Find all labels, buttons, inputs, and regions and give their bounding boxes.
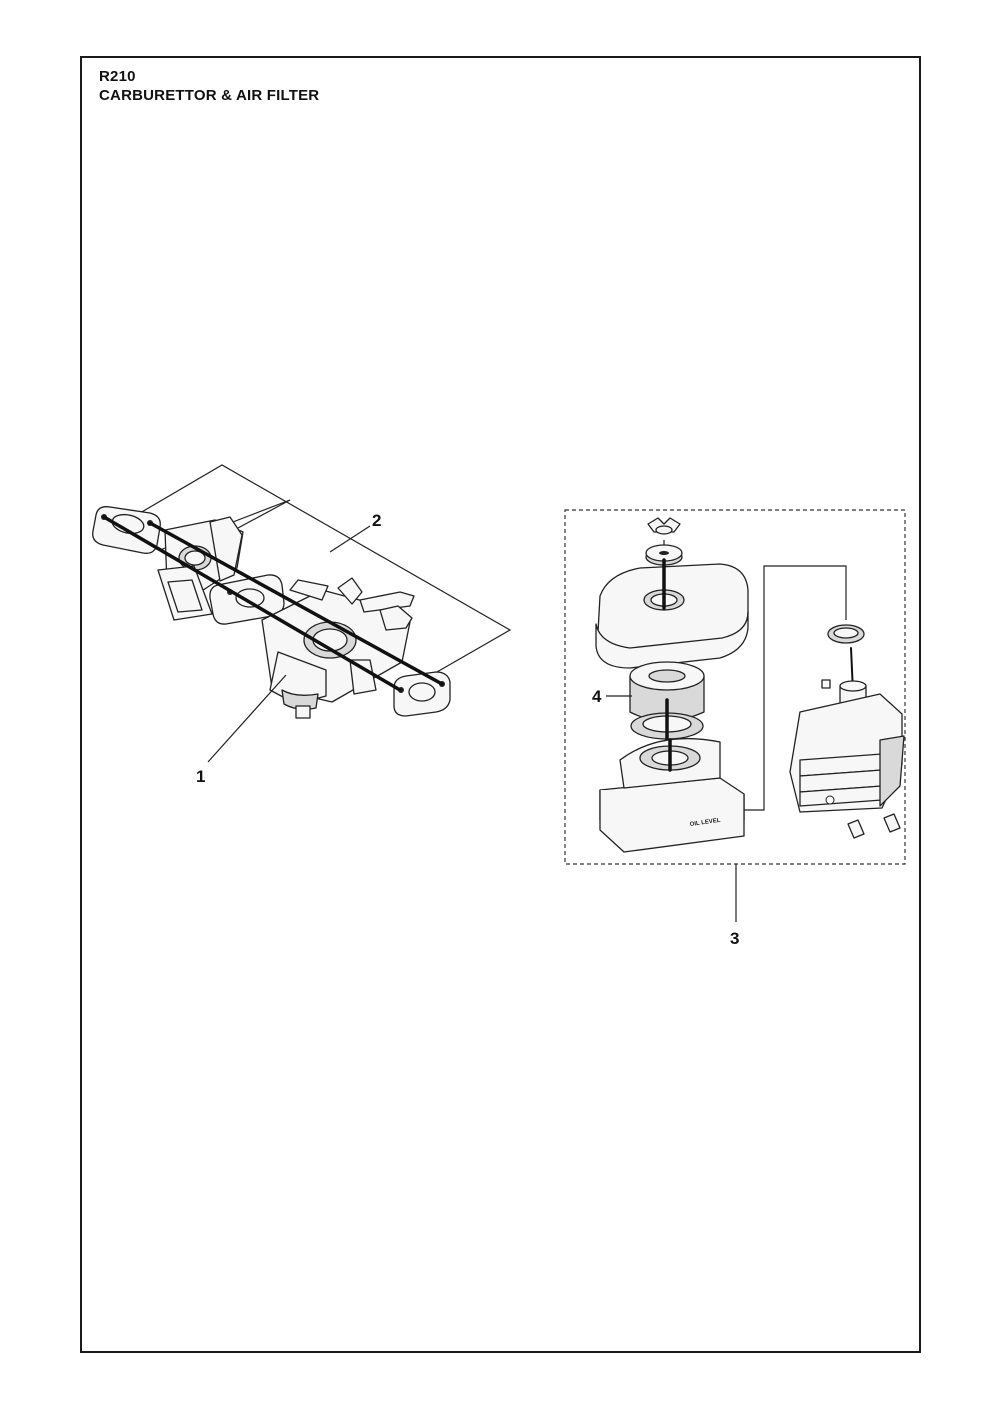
page-heading: R210 CARBURETTOR & AIR FILTER — [99, 67, 319, 105]
section-title: CARBURETTOR & AIR FILTER — [99, 87, 320, 104]
o-ring — [827, 624, 865, 644]
air-filter-assembly: OIL LEVEL — [595, 517, 905, 922]
air-filter-kit-boundary — [564, 509, 906, 865]
cover-washer — [645, 544, 683, 566]
mounting-stud-line — [148, 521, 444, 686]
leader-line-2 — [329, 525, 371, 553]
bracket-line — [139, 464, 512, 677]
breather-elbow — [789, 647, 905, 839]
oil-level-mark: OIL LEVEL — [689, 818, 721, 828]
wing-nut — [647, 517, 681, 535]
page-frame — [80, 56, 921, 1353]
filter-retainer-ring — [630, 698, 704, 742]
foam-filter-element — [629, 661, 705, 722]
gasket-right — [393, 671, 451, 717]
section-code: R210 — [99, 68, 136, 85]
air-filter-cover — [595, 558, 749, 669]
callout-2: 2 — [372, 511, 381, 530]
air-filter-case: OIL LEVEL — [599, 737, 745, 853]
connector-line — [744, 565, 847, 811]
carburettor-assembly — [92, 464, 512, 763]
callout-1: 1 — [196, 767, 205, 786]
callout-3: 3 — [730, 929, 739, 948]
callout-4: 4 — [592, 687, 602, 706]
mounting-stud-line — [102, 515, 402, 692]
leader-line-1 — [207, 674, 287, 763]
